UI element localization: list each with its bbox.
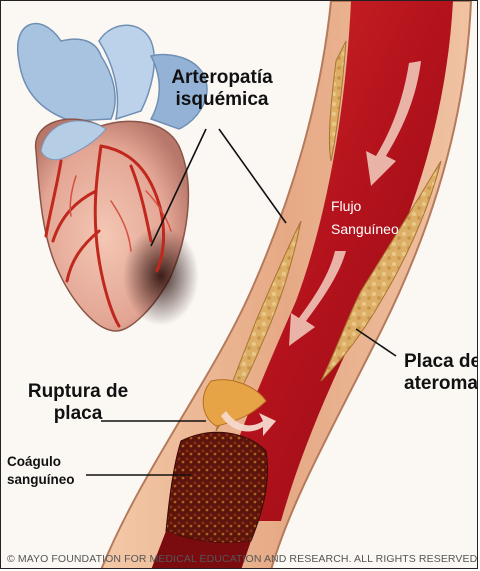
copyright-notice: © MAYO FOUNDATION FOR MEDICAL EDUCATION …: [7, 553, 478, 565]
infarct-area: [123, 226, 199, 326]
label-rupture-line2: placa: [23, 403, 133, 425]
label-plaque-line1: Placa de: [404, 351, 478, 373]
blood-clot: [166, 432, 268, 543]
label-atheroma-plaque: Placa de ateroma: [404, 351, 478, 395]
leader-ischemic-artery: [219, 129, 286, 223]
label-plaque-rupture: Ruptura de placa: [23, 381, 133, 425]
label-clot-line2: sanguíneo: [7, 471, 75, 489]
label-rupture-line1: Ruptura de: [23, 381, 133, 403]
label-ischemic-line2: isquémica: [167, 89, 277, 111]
label-plaque-line2: ateroma: [404, 373, 478, 395]
label-blood-flow: Flujo Sanguíneo: [331, 198, 399, 237]
label-flow-line2: Sanguíneo: [331, 221, 399, 237]
label-blood-clot: Coágulo sanguíneo: [7, 453, 75, 489]
label-ischemic-arteriopathy: Arteropatía isquémica: [167, 67, 277, 111]
label-flow-line1: Flujo: [331, 198, 399, 214]
label-ischemic-line1: Arteropatía: [167, 67, 277, 89]
label-clot-line1: Coágulo: [7, 453, 75, 471]
